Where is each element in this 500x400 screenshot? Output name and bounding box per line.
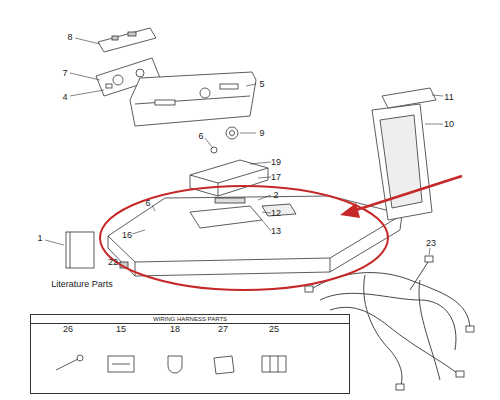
part-caption: Literature Parts (51, 280, 113, 289)
callout-number: 27 (218, 325, 228, 334)
callout-number: 15 (116, 325, 126, 334)
callout-number: 22 (108, 258, 118, 267)
callout-number: 1 (37, 234, 42, 243)
lid-trim (382, 88, 436, 108)
callout-number: 8 (67, 33, 72, 42)
highlight-arrow (350, 176, 462, 212)
callout-number: 18 (170, 325, 180, 334)
harness-part-icons (56, 355, 286, 374)
highlight-arrowhead (340, 203, 360, 218)
callout-number: 26 (63, 325, 73, 334)
callout-number: 12 (271, 209, 281, 218)
callout-number: 6 (145, 199, 150, 208)
callout-number: 19 (271, 158, 281, 167)
parts-table: WIRING HARNESS PARTS (30, 314, 350, 394)
callout-number: 5 (259, 80, 264, 89)
leader-lines (45, 38, 443, 263)
callout-number: 16 (122, 231, 132, 240)
callout-number: 25 (269, 325, 279, 334)
wire-harness (310, 262, 470, 388)
callout-number: 2 (273, 191, 278, 200)
callout-number: 10 (444, 120, 454, 129)
control-board (98, 28, 156, 52)
callout-number: 4 (62, 93, 67, 102)
callout-number: 13 (271, 227, 281, 236)
callout-number: 23 (426, 239, 436, 248)
callout-number: 7 (62, 69, 67, 78)
callout-number: 17 (271, 173, 281, 182)
table-heading: WIRING HARNESS PARTS (31, 315, 349, 324)
console (130, 72, 256, 126)
knob (226, 127, 238, 139)
highlight-ellipse (100, 186, 388, 290)
bracket (190, 160, 268, 196)
callout-number: 9 (259, 129, 264, 138)
callout-number: 6 (198, 132, 203, 141)
callout-number: 11 (444, 93, 453, 102)
literature-book (66, 232, 94, 268)
washer-top (108, 196, 402, 276)
